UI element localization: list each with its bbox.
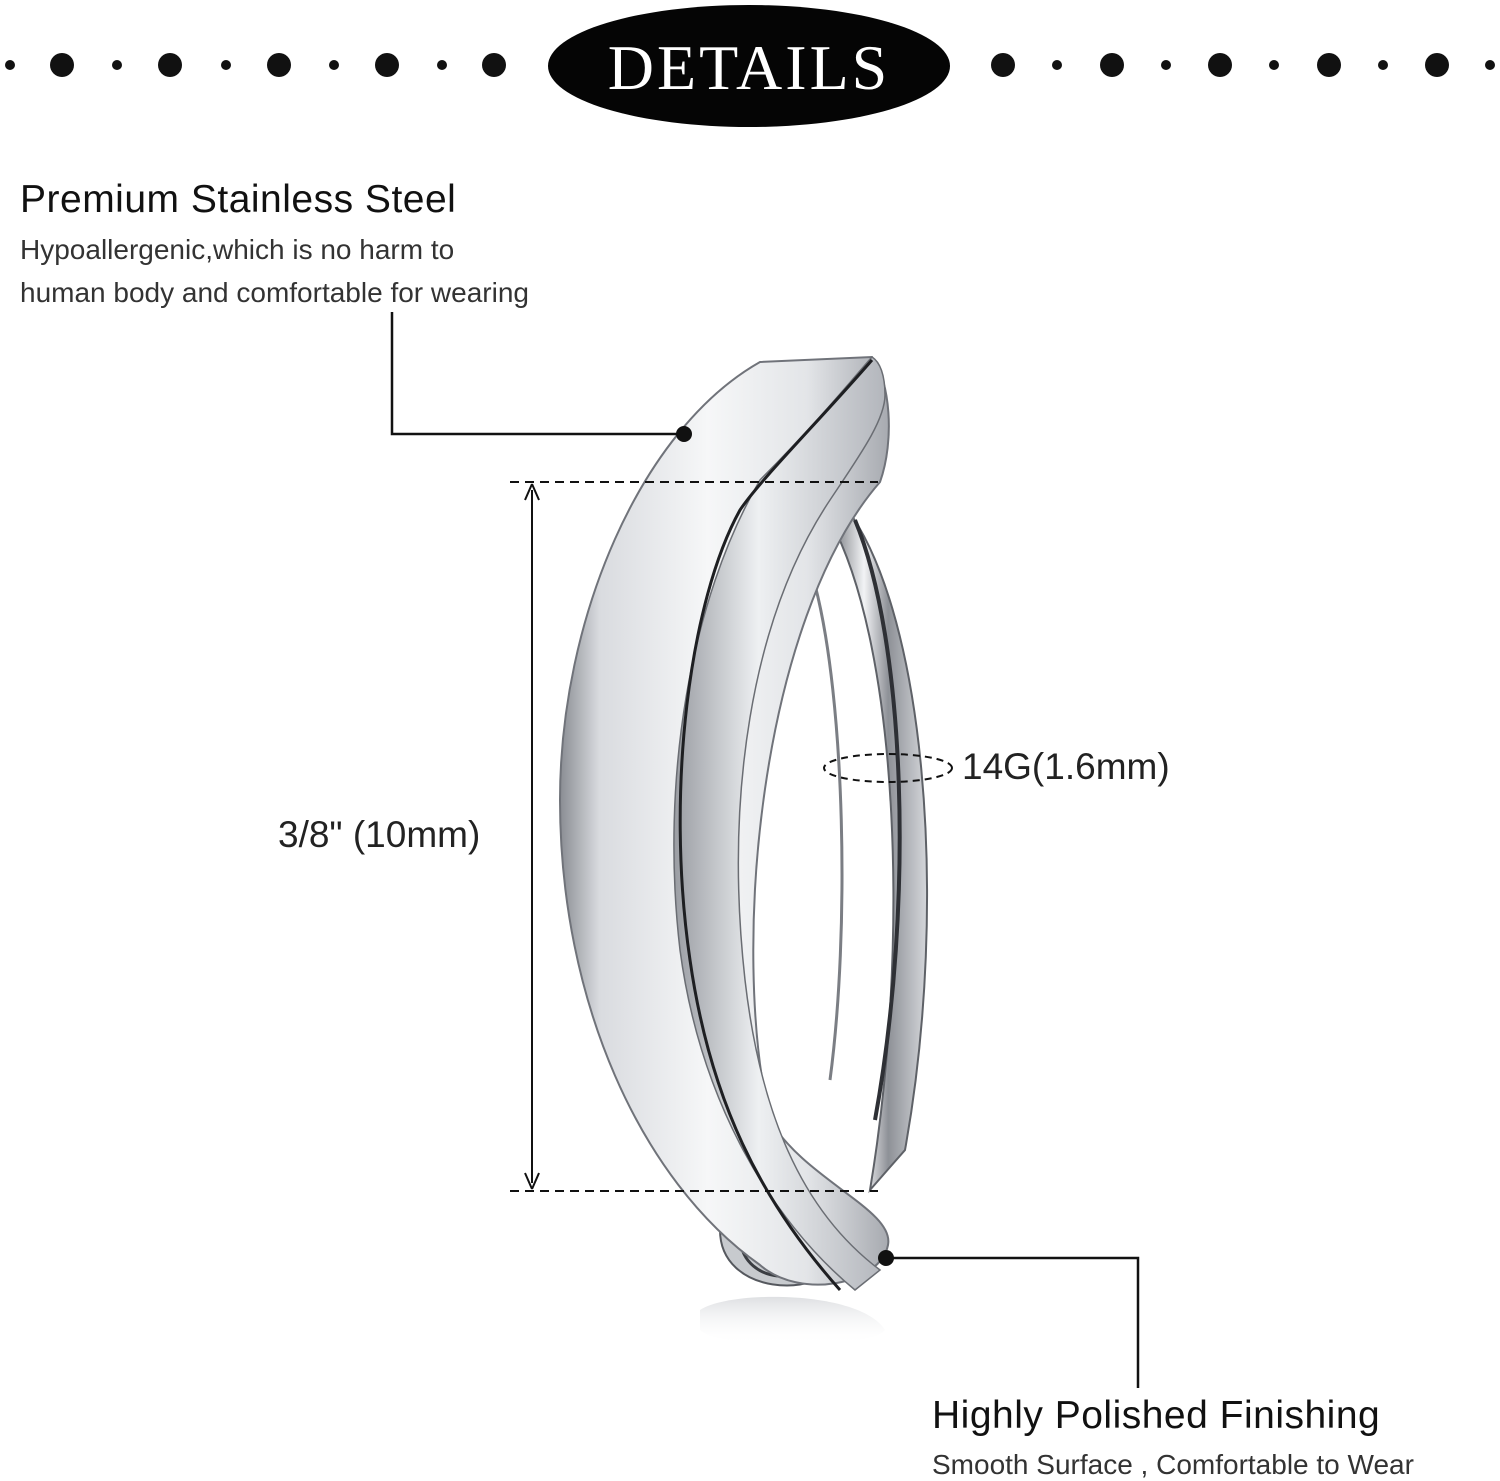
dot-left xyxy=(375,53,399,77)
dot-left xyxy=(50,53,74,77)
length-label: 3/8" (10mm) xyxy=(278,814,481,855)
dot-left xyxy=(221,60,231,70)
dot-right xyxy=(1317,53,1341,77)
dot-right xyxy=(1378,60,1388,70)
dot-right xyxy=(1425,53,1449,77)
dot-left xyxy=(267,53,291,77)
dot-right xyxy=(1208,53,1232,77)
details-title: DETAILS xyxy=(607,32,891,103)
dot-right xyxy=(1100,53,1124,77)
dot-right xyxy=(991,53,1015,77)
dot-right xyxy=(1485,60,1495,70)
dot-left xyxy=(5,60,15,70)
finish-line-1: Smooth Surface , Comfortable to Wear xyxy=(932,1449,1414,1480)
details-banner: DETAILS xyxy=(548,5,950,127)
finish-title: Highly Polished Finishing xyxy=(932,1394,1381,1437)
dot-left xyxy=(112,60,122,70)
dot-left xyxy=(158,53,182,77)
dot-left xyxy=(329,60,339,70)
dot-right xyxy=(1052,60,1062,70)
dot-left xyxy=(482,53,506,77)
dot-left xyxy=(437,60,447,70)
gauge-label: 14G(1.6mm) xyxy=(962,746,1170,787)
plate-edge xyxy=(673,356,886,1291)
material-line-1: Hypoallergenic,which is no harm to xyxy=(20,234,455,265)
reflection xyxy=(700,1296,885,1345)
material-title: Premium Stainless Steel xyxy=(20,178,457,221)
dot-right xyxy=(1269,60,1279,70)
dot-right xyxy=(1161,60,1171,70)
material-line-2: human body and comfortable for wearing xyxy=(20,277,529,308)
